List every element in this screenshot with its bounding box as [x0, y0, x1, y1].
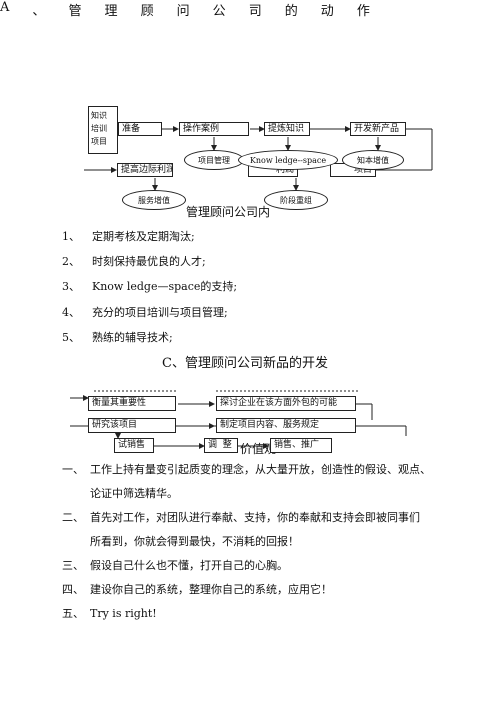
section-a-title: A 、 管 理 顾 问 公 司 的 动 作 — [0, 0, 370, 19]
project-management-ellipse: 项目管理 — [184, 150, 244, 170]
values-partial-heading: 价值观 — [240, 442, 277, 456]
title-char: 公 — [212, 4, 226, 19]
title-char: A — [0, 0, 10, 15]
list-item: 4、充分的项目培训与项目管理; — [62, 306, 228, 319]
knowledge-space-ellipse: Know ledge--space — [238, 150, 338, 170]
title-char: 动 — [320, 4, 334, 19]
research-project-box: 研究该项目 — [88, 418, 176, 433]
develop-product-box: 开发新产品 — [350, 122, 406, 136]
section-c-title: C、管理顾问公司新品的开发 — [162, 356, 328, 371]
list-item: 3、Know ledge—space的支持; — [62, 280, 238, 293]
trial-sale-box: 试销售 — [114, 438, 154, 453]
list-item: 一、工作上持有量变引起质变的理念，从大量开放，创造性的假设、观点、 论证中筛选精… — [62, 463, 431, 620]
sales-promo-box: 销售、推广 — [270, 438, 332, 453]
title-char: 作 — [356, 4, 370, 19]
refine-knowledge-box: 提炼知识 — [264, 122, 310, 136]
raise-margin-box: 提高边际利润 — [117, 163, 173, 177]
list-item: 1、定期考核及定期淘汰; — [62, 230, 195, 243]
list-item: 5、熟练的辅导技术; — [62, 331, 173, 344]
title-char: 问 — [176, 4, 190, 19]
title-char: 、 — [32, 4, 46, 19]
project-content-box: 制定项目内容、服务规定 — [216, 418, 356, 433]
title-char: 顾 — [140, 4, 154, 19]
title-char: 的 — [284, 4, 298, 19]
title-char: 管 — [68, 4, 82, 19]
stage-reorg-ellipse: 阶段重组 — [264, 190, 328, 210]
section-b-title: 管理顾问公司内 — [186, 205, 271, 219]
outsourcing-possibility-box: 探讨企业在该方面外包的可能 — [216, 396, 356, 411]
title-char: 理 — [104, 4, 118, 19]
adjust-box: 调 整 — [204, 438, 238, 453]
title-char: 司 — [248, 4, 262, 19]
knowledge-training-project-box: 知识 培训 项目 — [88, 106, 118, 154]
measure-importance-box: 衡量其重要性 — [88, 396, 176, 411]
prepare-box: 准备 — [118, 122, 162, 136]
capital-gain-ellipse: 知本增值 — [342, 150, 404, 170]
operate-case-box: 操作案例 — [179, 122, 249, 136]
list-item: 2、时刻保持最优良的人才; — [62, 255, 206, 268]
service-gain-ellipse: 服务增值 — [122, 190, 186, 210]
